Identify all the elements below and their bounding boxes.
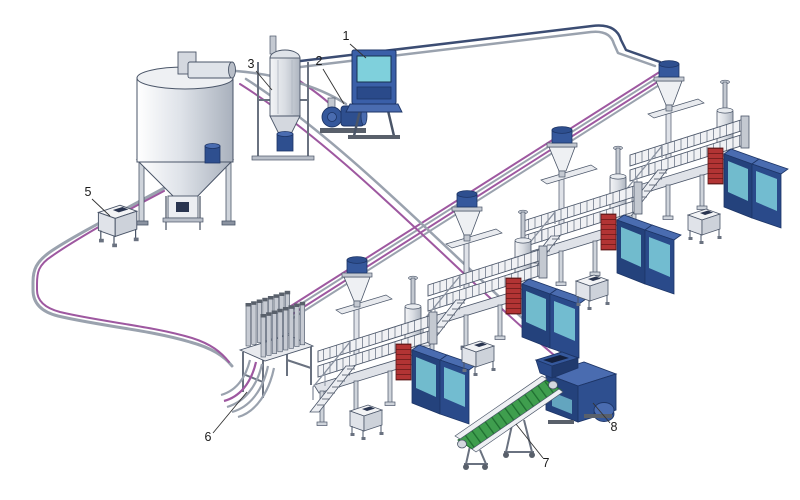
- callout-7: 7: [543, 456, 550, 470]
- callout-3-leader: [255, 70, 273, 91]
- callout-1-leader: [349, 43, 367, 59]
- callout-1: 1: [343, 29, 350, 43]
- callout-3: 3: [248, 57, 255, 71]
- callout-5-leader: [91, 198, 111, 217]
- control-cabinet: [345, 49, 403, 139]
- conveyor-rail-front: [471, 388, 564, 453]
- control-panel: [356, 86, 392, 100]
- incline-conveyor: [454, 375, 564, 470]
- conveyor-rail-back: [454, 375, 548, 440]
- callouts: 1 2 3 5 6 7 8: [85, 29, 618, 470]
- control-screen: [356, 55, 392, 83]
- manifold-hoses: [220, 359, 276, 419]
- central-filter: [251, 35, 315, 161]
- vacuum-pipe-run: [290, 24, 662, 70]
- left-loop-pipes: [31, 184, 234, 368]
- distribution-manifold: [220, 290, 315, 419]
- granulator-motor: [593, 402, 615, 422]
- mixing-silo: [134, 51, 236, 230]
- pump-inlet: [327, 97, 336, 109]
- silo-loader-motor: [204, 143, 221, 164]
- granulator-window: [552, 392, 572, 414]
- callout-8-leader: [592, 402, 611, 424]
- granulator: [534, 351, 618, 424]
- silo-discharge-box: [162, 195, 204, 230]
- filter-top-pipe: [269, 35, 277, 55]
- callout-6: 6: [205, 430, 212, 444]
- silo-elbow-duct: [177, 51, 236, 79]
- filter-dust-bin: [276, 131, 294, 152]
- callout-2: 2: [316, 54, 323, 68]
- callout-7-leader: [515, 423, 544, 459]
- callout-2-leader: [322, 68, 345, 105]
- callout-8: 8: [611, 420, 618, 434]
- filter-vessel: [269, 57, 301, 117]
- granulator-hopper: [534, 351, 580, 379]
- callout-5: 5: [85, 185, 92, 199]
- callout-6-leader: [212, 391, 248, 434]
- keyboard-ledge: [345, 103, 403, 113]
